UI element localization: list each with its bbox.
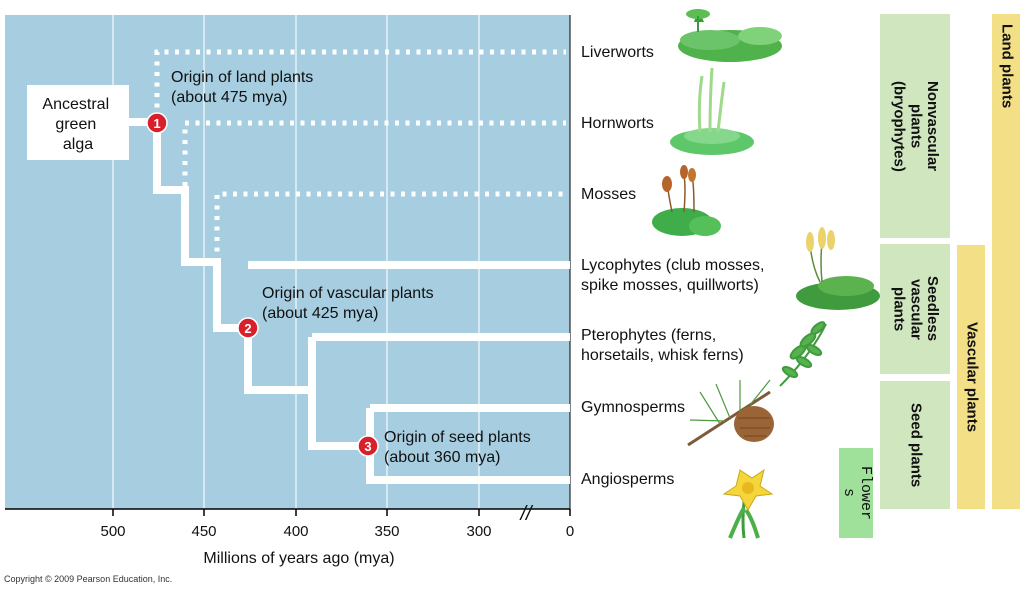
tick-label-350: 350: [374, 523, 399, 540]
tick-label-500: 500: [100, 523, 125, 540]
moss-illustration: [652, 165, 721, 236]
group-nonvascular-label: Nonvascular plants (bryophytes): [890, 80, 942, 172]
origin-2-label: Origin of vascular plants (about 425 mya…: [262, 285, 438, 322]
x-axis-label: Millions of years ago (mya): [203, 550, 394, 567]
gymnosperm-illustration: [687, 379, 774, 447]
tick-label-300: 300: [466, 523, 491, 540]
tick-label-0: 0: [566, 523, 574, 540]
origin-3-label: Origin of seed plants (about 360 mya): [384, 429, 535, 466]
origin-node-2: 2: [237, 317, 259, 339]
group-land-plants-label: Land plants: [998, 24, 1016, 109]
node-2-number: 2: [244, 321, 251, 336]
group-seedless-vascular: Seedless vascular plants: [880, 244, 950, 374]
angiosperm-illustration: [722, 468, 774, 539]
node-3-number: 3: [364, 439, 371, 454]
taxon-hornworts: Hornworts: [581, 115, 654, 132]
group-seed-plants: Seed plants: [880, 381, 950, 509]
axis-break: //: [518, 503, 534, 525]
taxon-liverworts: Liverworts: [581, 44, 654, 61]
ancestor-box: [27, 85, 129, 160]
fern-illustration: [779, 321, 827, 387]
dotted-branches: [154, 49, 566, 262]
stem-euphyllophytes: [244, 328, 312, 394]
taxon-angiosperms: Angiosperms: [581, 471, 674, 488]
axis-ticks: [112, 509, 571, 516]
group-vascular-plants-label: Vascular plants: [963, 321, 981, 433]
stem-seed-plants: [308, 337, 370, 450]
origin-node-1: 1: [146, 112, 168, 134]
node-2-marker: [237, 317, 259, 339]
taxon-labels: Liverworts Hornworts Mosses Lycophytes (…: [581, 44, 769, 488]
node-1-number: 1: [153, 116, 160, 131]
tick-label-400: 400: [283, 523, 308, 540]
copyright-notice: Copyright © 2009 Pearson Education, Inc.: [4, 574, 173, 584]
branch-hornworts: [182, 120, 566, 186]
taxon-lycophytes: Lycophytes (club mosses, spike mosses, q…: [581, 257, 769, 294]
node-1-marker: [146, 112, 168, 134]
hornwort-illustration: [670, 67, 754, 155]
tick-label-450: 450: [191, 523, 216, 540]
origin-node-3: 3: [357, 435, 379, 457]
lycophyte-illustration: [796, 227, 880, 310]
branch-mosses: [214, 191, 566, 262]
group-flowers: Flower s: [839, 448, 874, 538]
group-vascular-plants: Vascular plants: [957, 245, 985, 509]
taxon-pterophytes: Pterophytes (ferns, horsetails, whisk fe…: [581, 327, 744, 364]
branch-liverworts: [154, 49, 566, 118]
group-land-plants: Land plants: [992, 14, 1020, 509]
tick-labels: 500 450 400 350 300 0: [100, 523, 574, 540]
ancestor-label: Ancestral green alga: [42, 96, 113, 153]
group-seed-plants-label: Seed plants: [907, 402, 925, 488]
group-flowers-label: Flower s: [840, 465, 874, 520]
taxon-gymnosperms: Gymnosperms: [581, 399, 685, 416]
branch-angiosperms: [366, 408, 570, 484]
group-seedless-vascular-label: Seedless vascular plants: [890, 276, 942, 342]
liverwort-illustration: [678, 9, 782, 62]
group-nonvascular: Nonvascular plants (bryophytes): [880, 14, 950, 238]
origin-1-label: Origin of land plants (about 475 mya): [171, 69, 318, 106]
taxon-mosses: Mosses: [581, 186, 636, 203]
node-3-marker: [357, 435, 379, 457]
